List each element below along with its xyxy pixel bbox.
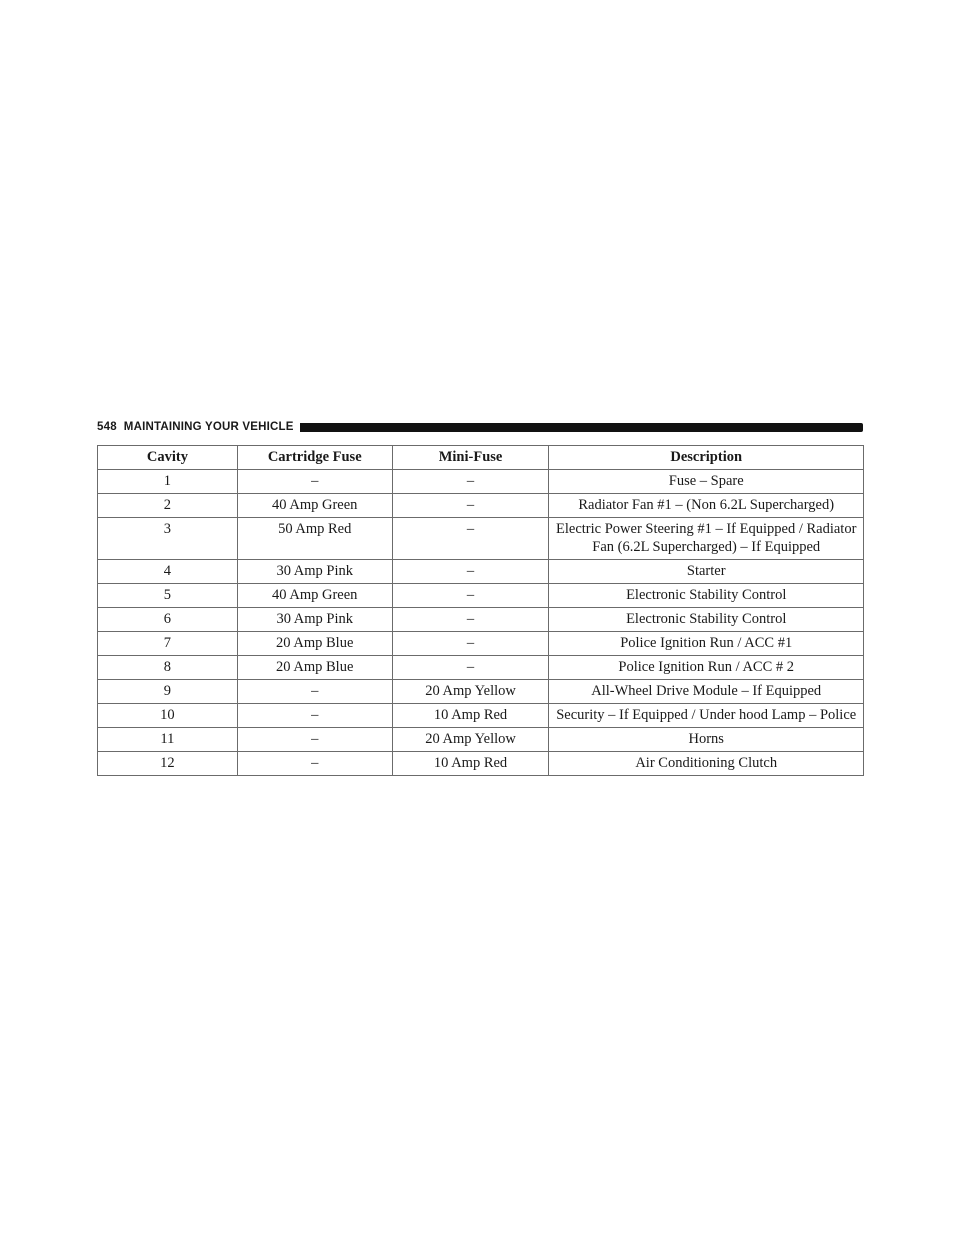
table-row: 11 – 20 Amp Yellow Horns [97,727,864,752]
column-header-mini-fuse: Mini-Fuse [391,445,550,470]
cavity-cell: 8 [97,655,238,680]
cartridge-fuse-cell: 20 Amp Blue [236,655,393,680]
table-row: 6 30 Amp Pink – Electronic Stability Con… [97,607,864,632]
cartridge-fuse-cell: – [236,679,393,704]
table-row: 9 – 20 Amp Yellow All-Wheel Drive Module… [97,679,864,704]
column-header-cavity: Cavity [97,445,238,470]
cartridge-fuse-cell: – [236,469,393,494]
description-cell: Fuse – Spare [548,469,864,494]
cavity-cell: 12 [97,751,238,776]
cavity-cell: 6 [97,607,238,632]
mini-fuse-cell: – [391,655,550,680]
mini-fuse-cell: 20 Amp Yellow [391,679,550,704]
mini-fuse-cell: – [391,583,550,608]
description-cell: Electronic Stability Control [548,583,864,608]
column-header-description: Description [548,445,864,470]
table-row: 2 40 Amp Green – Radiator Fan #1 – (Non … [97,493,864,518]
mini-fuse-cell: – [391,517,550,560]
cavity-cell: 2 [97,493,238,518]
mini-fuse-cell: – [391,631,550,656]
table-header-row: Cavity Cartridge Fuse Mini-Fuse Descript… [97,445,864,470]
fuse-table: Cavity Cartridge Fuse Mini-Fuse Descript… [97,445,864,776]
header-rule [299,422,863,432]
mini-fuse-cell: – [391,493,550,518]
table-row: 1 – – Fuse – Spare [97,469,864,494]
cartridge-fuse-cell: 30 Amp Pink [236,607,393,632]
table-row: 4 30 Amp Pink – Starter [97,559,864,584]
table-row: 10 – 10 Amp Red Security – If Equipped /… [97,703,864,728]
cartridge-fuse-cell: 20 Amp Blue [236,631,393,656]
description-cell: Radiator Fan #1 – (Non 6.2L Supercharged… [548,493,864,518]
description-cell: Security – If Equipped / Under hood Lamp… [548,703,864,728]
description-cell: Horns [548,727,864,752]
table-row: 12 – 10 Amp Red Air Conditioning Clutch [97,751,864,776]
cartridge-fuse-cell: 40 Amp Green [236,493,393,518]
cavity-cell: 9 [97,679,238,704]
cavity-cell: 7 [97,631,238,656]
cavity-cell: 10 [97,703,238,728]
cavity-cell: 5 [97,583,238,608]
cavity-cell: 11 [97,727,238,752]
description-cell: Air Conditioning Clutch [548,751,864,776]
cartridge-fuse-cell: – [236,703,393,728]
description-cell: Electronic Stability Control [548,607,864,632]
description-cell: Police Ignition Run / ACC # 2 [548,655,864,680]
page-header: 548 MAINTAINING YOUR VEHICLE [97,419,863,435]
description-cell: Starter [548,559,864,584]
table-row: 7 20 Amp Blue – Police Ignition Run / AC… [97,631,864,656]
section-title: MAINTAINING YOUR VEHICLE [123,421,294,433]
cartridge-fuse-cell: 30 Amp Pink [236,559,393,584]
description-cell: Police Ignition Run / ACC #1 [548,631,864,656]
mini-fuse-cell: 20 Amp Yellow [391,727,550,752]
description-cell: All-Wheel Drive Module – If Equipped [548,679,864,704]
mini-fuse-cell: – [391,607,550,632]
cavity-cell: 4 [97,559,238,584]
table-row: 3 50 Amp Red – Electric Power Steering #… [97,517,864,560]
cavity-cell: 1 [97,469,238,494]
column-header-cartridge-fuse: Cartridge Fuse [236,445,393,470]
cartridge-fuse-cell: – [236,727,393,752]
description-cell: Electric Power Steering #1 – If Equipped… [548,517,864,560]
page-number: 548 [97,421,117,433]
cavity-cell: 3 [97,517,238,560]
mini-fuse-cell: 10 Amp Red [391,751,550,776]
cartridge-fuse-cell: 40 Amp Green [236,583,393,608]
mini-fuse-cell: – [391,559,550,584]
mini-fuse-cell: 10 Amp Red [391,703,550,728]
cartridge-fuse-cell: 50 Amp Red [236,517,393,560]
table-row: 5 40 Amp Green – Electronic Stability Co… [97,583,864,608]
cartridge-fuse-cell: – [236,751,393,776]
mini-fuse-cell: – [391,469,550,494]
table-row: 8 20 Amp Blue – Police Ignition Run / AC… [97,655,864,680]
